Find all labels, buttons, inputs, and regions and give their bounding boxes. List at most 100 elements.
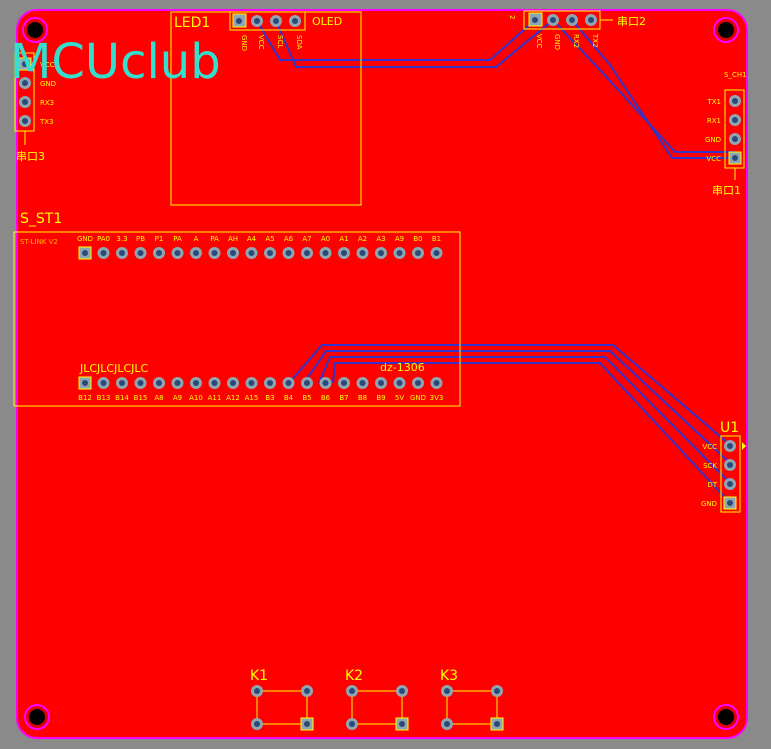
port1-header: S_CH1 [724, 71, 747, 79]
s-st1-top-pin-label-1: GND [77, 235, 93, 243]
s-st1-bottom-pin-label-7: A10 [189, 394, 203, 402]
u1-pin-label-3: DT [707, 481, 717, 489]
port1-designator: 串口1 [712, 184, 741, 197]
s-st1-stlink-label: ST-LINK V2 [20, 238, 58, 246]
s-st1-top-pin-label-5: P1 [155, 235, 164, 243]
s-st1-top-pin-label-13: A7 [302, 235, 311, 243]
s-st1-top-pin-label-17: A3 [376, 235, 385, 243]
s-st1-bottom-drill-1 [82, 380, 88, 386]
s-st1-top-drill-9 [230, 250, 236, 256]
s-st1-bottom-pin-label-6: A9 [173, 394, 182, 402]
led1-pin-label-3: SCL [276, 35, 284, 48]
s-st1-top-pin-label-6: PA [173, 235, 182, 243]
pcb-board [16, 9, 748, 739]
s-st1-top-drill-11 [267, 250, 273, 256]
s-st1-bottom-drill-4 [137, 380, 144, 386]
s-st1-top-drill-7 [193, 250, 199, 256]
s-st1-bottom-drill-8 [211, 380, 218, 386]
k3-switch: K3 [440, 668, 504, 731]
s-st1-bottom-pin-label-12: B4 [284, 394, 294, 402]
port3-pin-label-3: RX3 [40, 99, 54, 107]
s-st1-top-pin-label-19: B0 [413, 235, 422, 243]
s-st1-bottom-drill-10 [248, 380, 255, 386]
s-st1-bottom-drill-15 [341, 380, 347, 386]
s-st1-bottom-drill-5 [156, 380, 162, 386]
s-st1-bottom-drill-18 [396, 380, 403, 386]
s-st1-bottom-drill-7 [193, 380, 199, 386]
port2-side-label: 2 [508, 15, 516, 19]
k2-switch: K2 [345, 668, 409, 731]
s-st1-bottom-pin-label-3: B14 [115, 394, 129, 402]
s-st1-top-drill-18 [396, 250, 403, 256]
s-st1-top-pin-label-11: A5 [265, 235, 274, 243]
led1-footprint: LED1 OLED GND VCC SCL SDA [170, 11, 362, 206]
s-st1-top-drill-13 [304, 250, 310, 256]
port1-pin-label-3: GND [705, 136, 721, 144]
s-st1-bottom-drill-12 [285, 380, 292, 386]
s-st1-bottom-drill-19 [415, 380, 421, 386]
s-st1-bottom-drill-16 [359, 380, 366, 386]
port1-pin-label-1: TX1 [706, 98, 721, 106]
s-st1-top-drill-10 [248, 250, 255, 256]
s-st1-bottom-pin-label-16: B8 [358, 394, 367, 402]
traces [256, 19, 735, 504]
k3-designator: K3 [440, 668, 458, 684]
s-st1-top-drill-8 [211, 250, 218, 256]
s-st1-bottom-drill-14 [322, 380, 329, 386]
u1-pin-label-4: GND [701, 500, 717, 508]
s-st1-bottom-pin-label-20: 3V3 [430, 394, 444, 402]
port3-designator: 串口3 [16, 150, 45, 163]
s-st1-top-drill-2 [100, 250, 107, 256]
mounting-hole-top-right [713, 17, 739, 43]
s-st1-top-pin-label-9: AH [228, 235, 238, 243]
u1-pin1-marker [742, 442, 746, 450]
s-st1-top-drill-14 [322, 250, 329, 256]
s-st1-top-pin-label-20: B1 [432, 235, 441, 243]
s-st1-bottom-drill-2 [100, 380, 107, 386]
port2-pin-label-3: RX2 [572, 34, 580, 48]
s-st1-top-drill-6 [174, 250, 181, 256]
port3-footprint: 串口3 VCC GND RX3 TX3 [14, 52, 56, 163]
s-st1-top-drill-15 [341, 250, 347, 256]
s-st1-bottom-pin-label-15: B7 [339, 394, 348, 402]
led1-pin-label-4: SDA [295, 35, 303, 50]
mcuclub-logo: MCUclub [10, 34, 221, 90]
s-st1-top-pin-label-10: A4 [247, 235, 257, 243]
led1-pin-label-2: VCC [257, 35, 265, 50]
port2-pin-label-2: GND [553, 34, 561, 50]
s-st1-bottom-pin-label-18: 5V [395, 394, 404, 402]
s-st1-bottom-drill-6 [174, 380, 181, 386]
s-st1-jlc-text: JLCJLCJLCJLC [79, 362, 149, 375]
k1-switch: K1 [250, 668, 314, 731]
s-st1-footprint: S_ST1 ST-LINK V2 JLCJLCJLCJLC dz-1306 GN… [13, 211, 461, 407]
mounting-hole-bottom-left [24, 704, 50, 730]
s-st1-bottom-pin-label-1: B12 [78, 394, 92, 402]
s-st1-bottom-drill-3 [119, 380, 125, 386]
mounting-hole-top-left [22, 17, 48, 43]
s-st1-top-drill-20 [433, 250, 440, 256]
s-st1-top-drill-5 [156, 250, 162, 256]
u1-pin-label-2: SCK [703, 462, 717, 470]
s-st1-bottom-pin-label-5: A8 [154, 394, 163, 402]
s-st1-top-pin-label-7: A [194, 235, 199, 243]
s-st1-top-pin-label-2: PA0 [97, 235, 110, 243]
u1-designator: U1 [720, 420, 739, 436]
s-st1-top-pin-label-3: 3.3 [116, 235, 127, 243]
port2-designator: 串口2 [617, 15, 646, 28]
s-st1-bottom-pin-label-9: A12 [226, 394, 240, 402]
s-st1-top-drill-3 [119, 250, 125, 256]
s-st1-bottom-pin-label-8: A11 [208, 394, 222, 402]
s-st1-bottom-drill-11 [267, 380, 273, 386]
port2-footprint: 串口2 2 VCC GND RX2 TX2 [508, 10, 646, 50]
led1-label: OLED [312, 15, 342, 28]
port3-pin-label-4: TX3 [39, 118, 54, 126]
s-st1-bottom-drill-17 [378, 380, 384, 386]
s-st1-bottom-pin-label-4: B15 [134, 394, 148, 402]
s-st1-bottom-pin-label-17: B9 [376, 394, 385, 402]
port1-footprint: S_CH1 串口1 TX1 RX1 GND VCC [705, 71, 747, 197]
s-st1-top-drill-17 [378, 250, 384, 256]
mounting-hole-bottom-right [713, 704, 739, 730]
